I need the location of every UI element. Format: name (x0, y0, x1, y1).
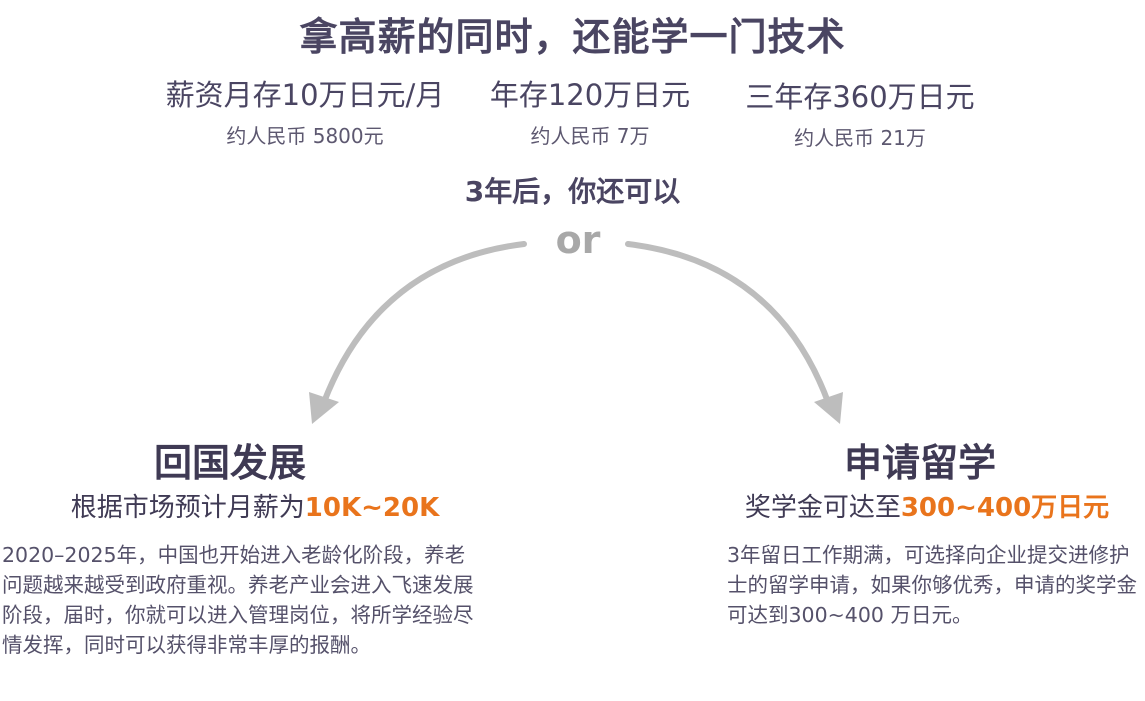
stat-sub: 约人民币 5800元 (226, 124, 384, 148)
right-arrow-curve-icon (625, 241, 831, 405)
or-divider: or (555, 218, 601, 262)
left-arrowhead-icon (309, 392, 339, 424)
option-return-home-title: 回国发展 (153, 441, 306, 485)
stat-main: 薪资月存10万日元/月 (165, 78, 445, 112)
left-arrow-curve-icon (321, 241, 527, 405)
headline: 拿高薪的同时，还能学一门技术 (299, 15, 846, 59)
scholarship-prefix: 奖学金可达至 (744, 493, 901, 523)
salary-highlight: 10K~20K (304, 493, 440, 523)
option-return-home-description: 2020–2025年，中国也开始进入老龄化阶段，养老问题越来越受到政府重视。养老… (2, 543, 474, 657)
scholarship-highlight: 300~400万日元 (900, 493, 1110, 523)
option-study-abroad-title: 申请留学 (843, 441, 996, 485)
stat-monthly-savings: 薪资月存10万日元/月 约人民币 5800元 (150, 72, 460, 149)
option-return-home-salary: 根据市场预计月薪为10K~20K (50, 487, 460, 524)
option-study-abroad-description: 3年留日工作期满，可选择向企业提交进修护士的留学申请，如果你够优秀，申请的奖学金… (727, 543, 1137, 627)
right-arrowhead-icon (814, 392, 843, 424)
stat-main: 三年存360万日元 (745, 80, 975, 114)
stat-sub: 约人民币 7万 (530, 124, 650, 148)
stat-main: 年存120万日元 (489, 78, 691, 112)
salary-prefix: 根据市场预计月薪为 (70, 493, 305, 523)
stat-yearly-savings: 年存120万日元 约人民币 7万 (480, 72, 700, 149)
question-text: 3年后，你还可以 (464, 175, 681, 208)
option-study-abroad-scholarship: 奖学金可达至300~400万日元 (722, 487, 1132, 524)
stat-three-year-savings: 三年存360万日元 约人民币 21万 (735, 74, 985, 151)
stat-sub: 约人民币 21万 (794, 126, 926, 150)
